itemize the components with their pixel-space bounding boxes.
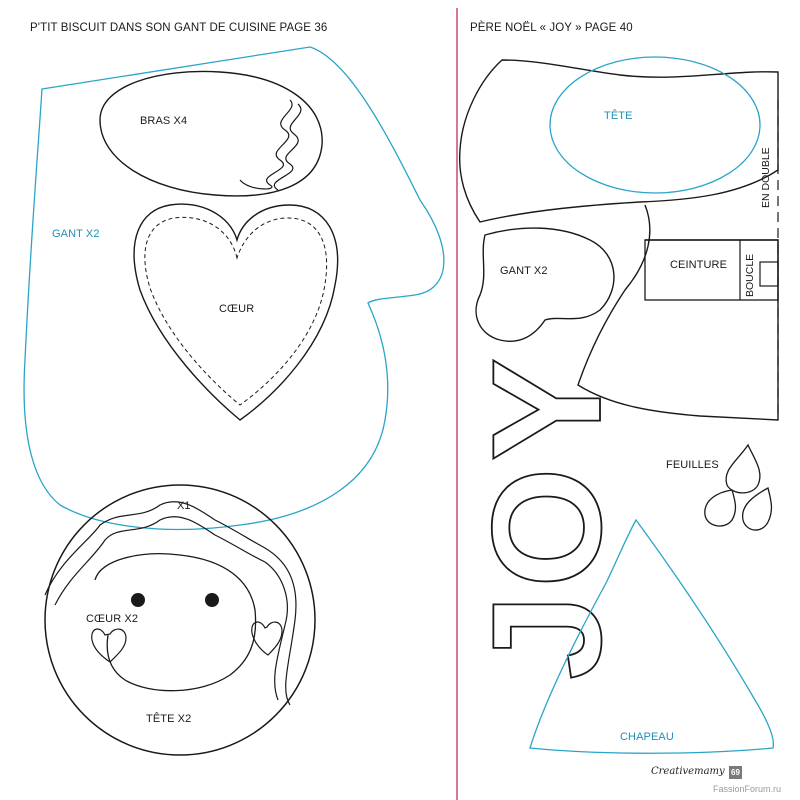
hair-outer: [44, 501, 297, 706]
label-gant-x2-right: GANT X2: [500, 265, 548, 277]
boucle-buckle: [759, 261, 779, 287]
santa-top-shape: [458, 59, 779, 223]
label-x1: X1: [177, 500, 191, 512]
coeur-stitching: [144, 216, 328, 406]
label-tete: TÊTE: [604, 110, 633, 122]
hair-inner: [54, 516, 288, 701]
page-number: 69: [729, 766, 742, 779]
brand-logo: Creativemamy: [651, 766, 725, 777]
right-eye: [205, 593, 219, 607]
tete-circle: [44, 484, 316, 756]
cheek-heart-left: [91, 628, 127, 663]
label-gant-x2-left: GANT X2: [52, 228, 100, 240]
label-chapeau: CHAPEAU: [620, 731, 674, 743]
joy-letters: JOY: [459, 351, 634, 681]
body-shape: [577, 204, 779, 421]
cheek-heart-right: [251, 621, 283, 656]
feuille-3: [742, 487, 773, 531]
right-page-header: PÈRE NOËL « JOY » PAGE 40: [470, 22, 633, 34]
bras-shape: [99, 70, 323, 197]
feuille-1: [725, 443, 761, 494]
svg-text:JOY: JOY: [460, 352, 633, 680]
label-boucle: BOUCLE: [744, 253, 756, 297]
watermark: FassionForum.ru: [713, 784, 782, 794]
coeur-shape: [133, 203, 339, 421]
bras-icing-1: [239, 99, 293, 190]
feuille-2: [704, 489, 737, 527]
label-bras-x4: BRAS X4: [140, 115, 188, 127]
label-ceinture: CEINTURE: [670, 259, 728, 271]
left-page-header: P'TIT BISCUIT DANS SON GANT DE CUISINE P…: [30, 22, 328, 34]
santa-gant: [475, 227, 615, 342]
label-en-double: EN DOUBLE: [760, 147, 772, 208]
bras-icing-2: [274, 103, 302, 191]
label-coeur-x2: CŒUR X2: [86, 613, 139, 625]
chapeau-shape: [529, 518, 775, 754]
tete-ellipse: [549, 56, 761, 194]
label-tete-x2: TÊTE X2: [146, 713, 192, 725]
face-outline: [94, 553, 257, 692]
mitten-outline: [23, 46, 445, 531]
label-feuilles: FEUILLES: [666, 459, 719, 471]
left-eye: [131, 593, 145, 607]
label-coeur: CŒUR: [219, 303, 255, 315]
